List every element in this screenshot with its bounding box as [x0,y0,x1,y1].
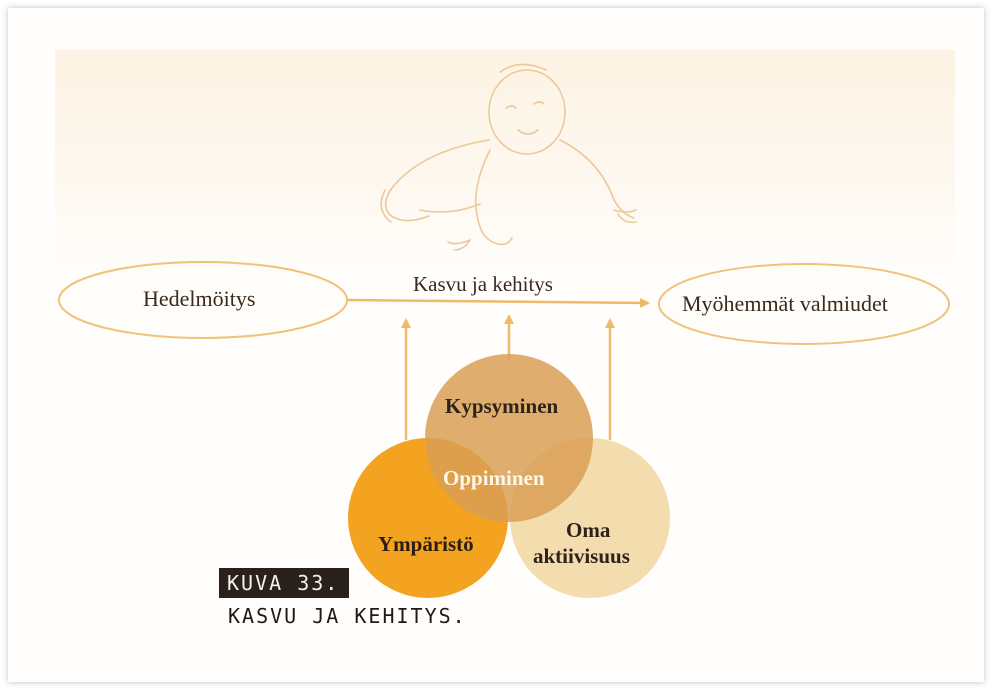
background-wash [55,50,955,280]
circle-label-oma: Oma [566,518,611,542]
start-node-oval [58,261,348,339]
circle-label-oppiminen: Oppiminen [443,466,545,490]
main-arrow [347,297,650,308]
circle-kypsyminen [425,354,593,522]
start-node-label: Hedelmöitys [143,286,256,311]
circle-label-kypsyminen: Kypsyminen [445,394,559,418]
circle-label-ymparisto: Ympäristö [378,532,474,556]
baby-sketch-illustration [380,63,637,251]
end-node-oval [658,263,950,345]
arrow-label: Kasvu ja kehitys [413,272,553,296]
figure-caption: KASVU JA KEHITYS. [228,604,467,628]
end-node-label: Myöhemmät valmiudet [682,291,888,316]
circle-label-aktiivisuus: aktiivisuus [533,544,630,568]
figure-number-tag: KUVA 33. [219,568,350,598]
